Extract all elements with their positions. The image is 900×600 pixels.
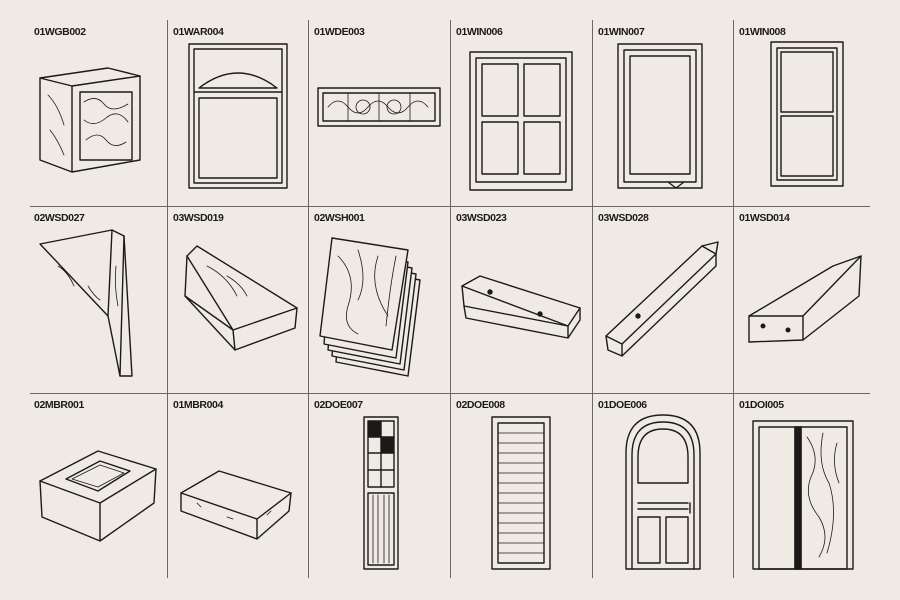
asset-tile[interactable]: 01DOE006 — [592, 393, 733, 579]
grid-divider-v1 — [167, 20, 168, 578]
asset-code: 01WSD014 — [739, 212, 790, 224]
asset-code: 01WDE003 — [314, 26, 365, 38]
grid-divider-h2 — [30, 393, 870, 394]
four-pane-window-icon — [469, 51, 573, 191]
brick-icon — [180, 470, 292, 540]
asset-code: 02DOE008 — [456, 399, 505, 411]
asset-tile[interactable]: 01WIN008 — [733, 20, 874, 206]
asset-code: 01WGB002 — [34, 26, 86, 38]
asset-tile[interactable]: 01DOI005 — [733, 393, 874, 579]
narrow-door-icon — [363, 416, 399, 570]
asset-code: 02WSD027 — [34, 212, 85, 224]
casement-window-icon — [617, 43, 703, 189]
grid-divider-v2 — [308, 20, 309, 578]
asset-tile[interactable]: 01WIN007 — [592, 20, 733, 206]
asset-code: 01DOE006 — [598, 399, 647, 411]
asset-code: 02WSH001 — [314, 212, 365, 224]
asset-tile[interactable]: 03WSD028 — [592, 206, 733, 392]
asset-code: 03WSD028 — [598, 212, 649, 224]
asset-tile[interactable]: 03WSD023 — [450, 206, 591, 392]
asset-code: 01WIN007 — [598, 26, 645, 38]
asset-code: 01WIN006 — [456, 26, 503, 38]
arched-window-icon — [188, 43, 288, 189]
asset-code: 02MBR001 — [34, 399, 84, 411]
grid-divider-v4 — [592, 20, 593, 578]
asset-code: 01DOI005 — [739, 399, 784, 411]
asset-code: 01MBR004 — [173, 399, 223, 411]
glass-block-icon — [39, 67, 141, 173]
wood-beam-icon — [748, 255, 862, 343]
asset-tile[interactable]: 02WSH001 — [308, 206, 449, 392]
double-hung-window-icon — [770, 41, 844, 187]
wood-post-icon — [605, 241, 719, 357]
wood-beam-icon — [39, 229, 133, 377]
slatted-door-icon — [491, 416, 551, 570]
asset-tile[interactable]: 01WGB002 — [28, 20, 169, 206]
asset-code: 01WIN008 — [739, 26, 786, 38]
asset-code: 02DOE007 — [314, 399, 363, 411]
asset-code: 03WSD023 — [456, 212, 507, 224]
asset-tile[interactable]: 02MBR001 — [28, 393, 169, 579]
asset-tile[interactable]: 01WDE003 — [308, 20, 449, 206]
asset-code: 01WAR004 — [173, 26, 224, 38]
grid-divider-h1 — [30, 206, 870, 207]
asset-tile[interactable]: 01MBR004 — [167, 393, 308, 579]
wood-plank-icon — [461, 275, 581, 339]
frogged-brick-icon — [39, 450, 157, 542]
decorative-window-icon — [317, 87, 441, 127]
asset-tile[interactable]: 02DOE007 — [308, 393, 449, 579]
asset-tile[interactable]: 02WSD027 — [28, 206, 169, 392]
asset-tile[interactable]: 01WAR004 — [167, 20, 308, 206]
asset-code: 03WSD019 — [173, 212, 224, 224]
plywood-stack-icon — [319, 237, 421, 377]
grid-divider-v5 — [733, 20, 734, 578]
asset-tile[interactable]: 02DOE008 — [450, 393, 591, 579]
wood-beam-icon — [184, 245, 298, 351]
grid-divider-v3 — [450, 20, 451, 578]
asset-tile[interactable]: 01WSD014 — [733, 206, 874, 392]
asset-tile[interactable]: 01WIN006 — [450, 20, 591, 206]
asset-tile[interactable]: 03WSD019 — [167, 206, 308, 392]
wooden-door-icon — [752, 420, 854, 570]
arched-door-icon — [625, 414, 701, 570]
